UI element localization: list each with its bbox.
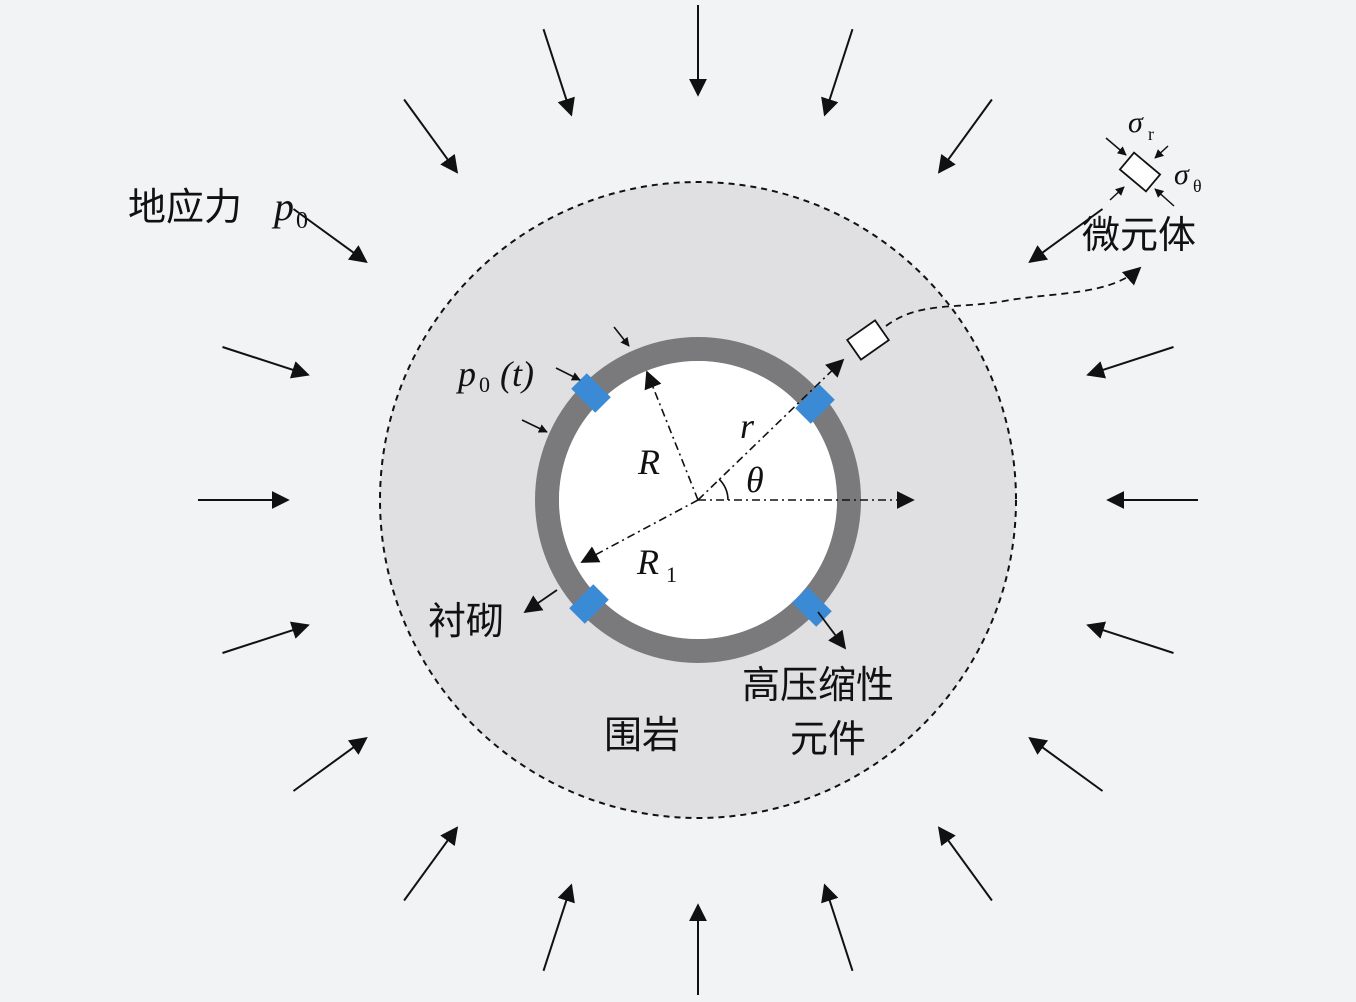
ground-stress-arrow [821, 883, 854, 972]
ground-stress-arrow [1086, 621, 1174, 654]
micro-element-label: 微元体 [1082, 213, 1196, 257]
micro-element-stress-glyph [1105, 137, 1175, 207]
compressible-element-upper-left [571, 373, 611, 413]
sigma-theta-arrow-top [1154, 145, 1169, 159]
radius-r-label: r [740, 406, 755, 446]
radius-R1-line [580, 499, 699, 563]
micro-element-icon [1118, 151, 1162, 193]
sigma-r-label: σ [1128, 106, 1144, 139]
ground-stress-arrow [937, 98, 993, 174]
ground-stress-arrow [292, 737, 368, 792]
sigma-r-arrow-left [1105, 137, 1127, 156]
micro-element-link [885, 266, 1142, 327]
sigma-theta-label: σ [1174, 158, 1190, 191]
ground-stress-arrows [198, 5, 1198, 995]
dimension-lines [580, 358, 915, 563]
ground-stress-subscript: 0 [296, 208, 308, 234]
compressible-element-label-line2: 元件 [790, 717, 866, 761]
radius-r-line [697, 358, 845, 501]
ground-stress-arrow [222, 346, 310, 379]
ground-stress-symbol: p [271, 184, 294, 229]
support-arrow-mid [555, 367, 581, 381]
angle-theta-arc [718, 478, 729, 501]
surrounding-rock-label: 围岩 [604, 713, 680, 757]
label-leaders [523, 589, 847, 650]
support-pressure-argument: (t) [500, 354, 534, 394]
ground-stress-arrow [222, 621, 310, 654]
ground-stress-arrow [403, 826, 459, 902]
support-pressure-subscript: 0 [479, 372, 490, 397]
ground-stress-arrow [542, 28, 575, 117]
ground-stress-arrow [1086, 346, 1174, 379]
lining-label: 衬砌 [428, 599, 504, 643]
radius-R1-label: R [636, 542, 659, 582]
ground-stress-arrow [937, 826, 993, 902]
support-arrow-low [521, 419, 548, 433]
angle-theta-label: θ [746, 460, 764, 500]
compressible-element-label-line1: 高压缩性 [742, 663, 894, 707]
lining-leader [523, 589, 558, 614]
support-pressure-symbol: p [455, 354, 476, 394]
sigma-r-subscript: r [1148, 124, 1154, 144]
ground-stress-arrow [403, 98, 459, 174]
compressible-element-leader [817, 611, 847, 650]
sigma-theta-subscript: θ [1193, 176, 1202, 196]
ground-stress-label: 地应力 [128, 185, 242, 229]
compressible-element-upper-right [795, 384, 835, 424]
sigma-r-arrow-right [1154, 188, 1175, 207]
micro-element-box [845, 319, 891, 361]
ground-stress-arrow [821, 28, 854, 117]
ground-stress-arrow [1028, 737, 1104, 792]
ground-stress-arrow [292, 208, 368, 263]
ground-stress-arrow [542, 883, 575, 972]
support-pressure-arrows [521, 326, 630, 433]
radius-R1-subscript: 1 [666, 562, 677, 587]
compressible-element-lower-left [569, 584, 609, 624]
radius-R-line [644, 370, 699, 501]
ground-stress-arrow [1028, 208, 1104, 263]
support-arrow-top [613, 326, 630, 347]
sigma-theta-arrow-bottom [1109, 186, 1125, 201]
radius-R-label: R [637, 442, 660, 482]
